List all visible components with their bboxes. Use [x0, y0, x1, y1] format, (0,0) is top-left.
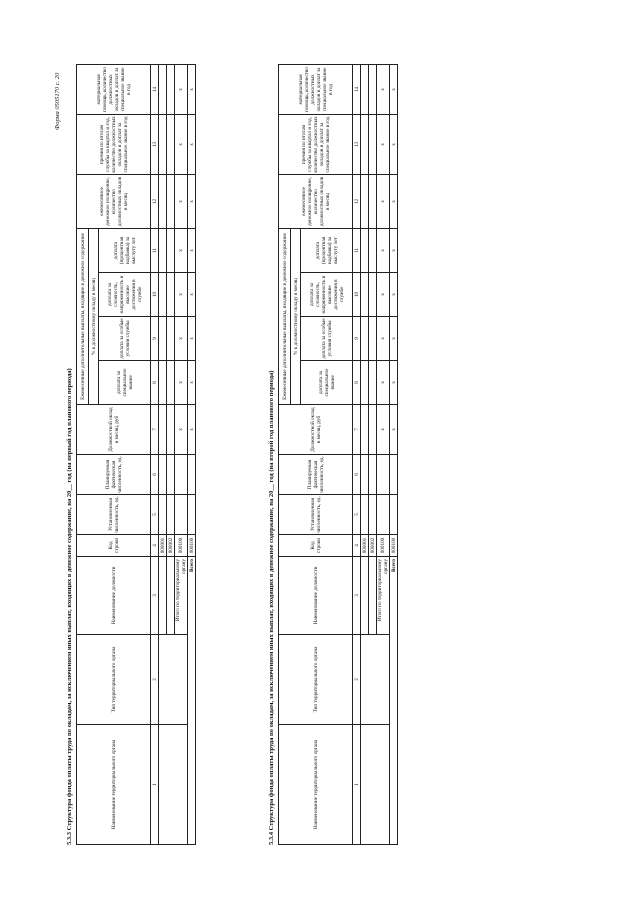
header-monthly-payments: Ежемесячные дополнительные выплаты, вход…	[278, 228, 291, 405]
cell-row-code: 000001	[158, 534, 167, 557]
section-5-3-3: 5.3.3 Структура фонда оплаты труда по ок…	[66, 64, 196, 845]
header-row-code: Код строки	[278, 534, 353, 557]
header-salary: Должностной оклад в месяц, руб	[278, 404, 353, 455]
cell-row-code: 000002	[166, 534, 175, 557]
grand-total-label: Всего	[187, 556, 196, 845]
pay-structure-table: Наименование территориального органа Тип…	[76, 64, 196, 845]
header-monthly-payments: Ежемесячные дополнительные выплаты, вход…	[76, 228, 89, 405]
header-body-type: Тип территориального органа	[278, 634, 353, 725]
header-monthly-bonus: ежемесячное денежное поощрение, количест…	[278, 174, 353, 229]
header-planned-staff: Планируемая фактическая численность, ед.	[278, 454, 353, 495]
cell-body-type[interactable]	[360, 634, 390, 725]
cell-row-code: 000100	[376, 534, 390, 557]
cell-row-code: 000001	[360, 534, 369, 557]
cell-position[interactable]	[368, 556, 377, 635]
cell-territorial-body[interactable]	[158, 724, 188, 845]
header-territorial-body: Наименование территориального органа	[278, 724, 353, 845]
header-complexity-allowance: доплата за сложность, напряженность и вы…	[300, 272, 353, 317]
rotated-form-page: 5.3.3 Структура фонда оплаты труда по ок…	[60, 64, 480, 845]
header-quarter-bonus: премия по итогам службы за квартал и год…	[76, 114, 151, 175]
header-seniority-allowance: доплата (процентная надбавка) за выслугу…	[98, 228, 151, 273]
header-body-type: Тип территориального органа	[76, 634, 151, 725]
cell-row-code: 000100	[174, 534, 188, 557]
header-rank-allowance: доплата за специальное звание	[98, 360, 151, 405]
header-quarter-bonus: премия по итогам службы за квартал и год…	[278, 114, 353, 175]
section-title: 5.3.3 Структура фонда оплаты труда по ок…	[66, 368, 73, 845]
cell-row-code: 000100	[187, 534, 196, 557]
header-established-staff: Установленная численность, ед.	[278, 494, 353, 535]
header-seniority-allowance: доплата (процентная надбавка) за выслугу…	[300, 228, 353, 273]
header-special-conditions: доплата за особые условия службы	[98, 316, 151, 361]
header-percent-of-salary: % к должностному окладу в месяц	[88, 228, 99, 405]
header-row-code: Код строки	[76, 534, 151, 557]
header-material-aid: материальная помощь, количество должност…	[278, 64, 353, 115]
total-label: Итого по территориальному органу	[376, 556, 390, 635]
cell-row-code: 000100	[389, 534, 398, 557]
header-position: Наименование должности	[76, 556, 151, 635]
header-established-staff: Установленная численность, ед.	[76, 494, 151, 535]
cell-row-code: 000002	[368, 534, 377, 557]
header-material-aid: материальная помощь, количество должност…	[76, 64, 151, 115]
total-label: Итого по территориальному органу	[174, 556, 188, 635]
header-planned-staff: Планируемая фактическая численность, ед.	[76, 454, 151, 495]
header-monthly-bonus: ежемесячное денежное поощрение, количест…	[76, 174, 151, 229]
table-row: 000001	[158, 64, 188, 845]
header-position: Наименование должности	[278, 556, 353, 635]
header-special-conditions: доплата за особые условия службы	[300, 316, 353, 361]
cell-body-type[interactable]	[158, 634, 188, 725]
pay-structure-table: Наименование территориального органа Тип…	[278, 64, 398, 845]
cell-position[interactable]	[166, 556, 175, 635]
header-territorial-body: Наименование территориального органа	[76, 724, 151, 845]
section-title: 5.3.4 Структура фонда оплаты труда по ок…	[268, 370, 275, 845]
header-percent-of-salary: % к должностному окладу в месяц	[290, 228, 301, 405]
cell-position[interactable]	[360, 556, 369, 635]
grand-total-label: Всего	[389, 556, 398, 845]
cell-territorial-body[interactable]	[360, 724, 390, 845]
header-salary: Должностной оклад в месяц, руб	[76, 404, 151, 455]
section-5-3-4: 5.3.4 Структура фонда оплаты труда по ок…	[268, 64, 398, 845]
table-row: 000001	[360, 64, 390, 845]
header-rank-allowance: доплата за специальное звание	[300, 360, 353, 405]
header-complexity-allowance: доплата за сложность, напряженность и вы…	[98, 272, 151, 317]
cell-position[interactable]	[158, 556, 167, 635]
